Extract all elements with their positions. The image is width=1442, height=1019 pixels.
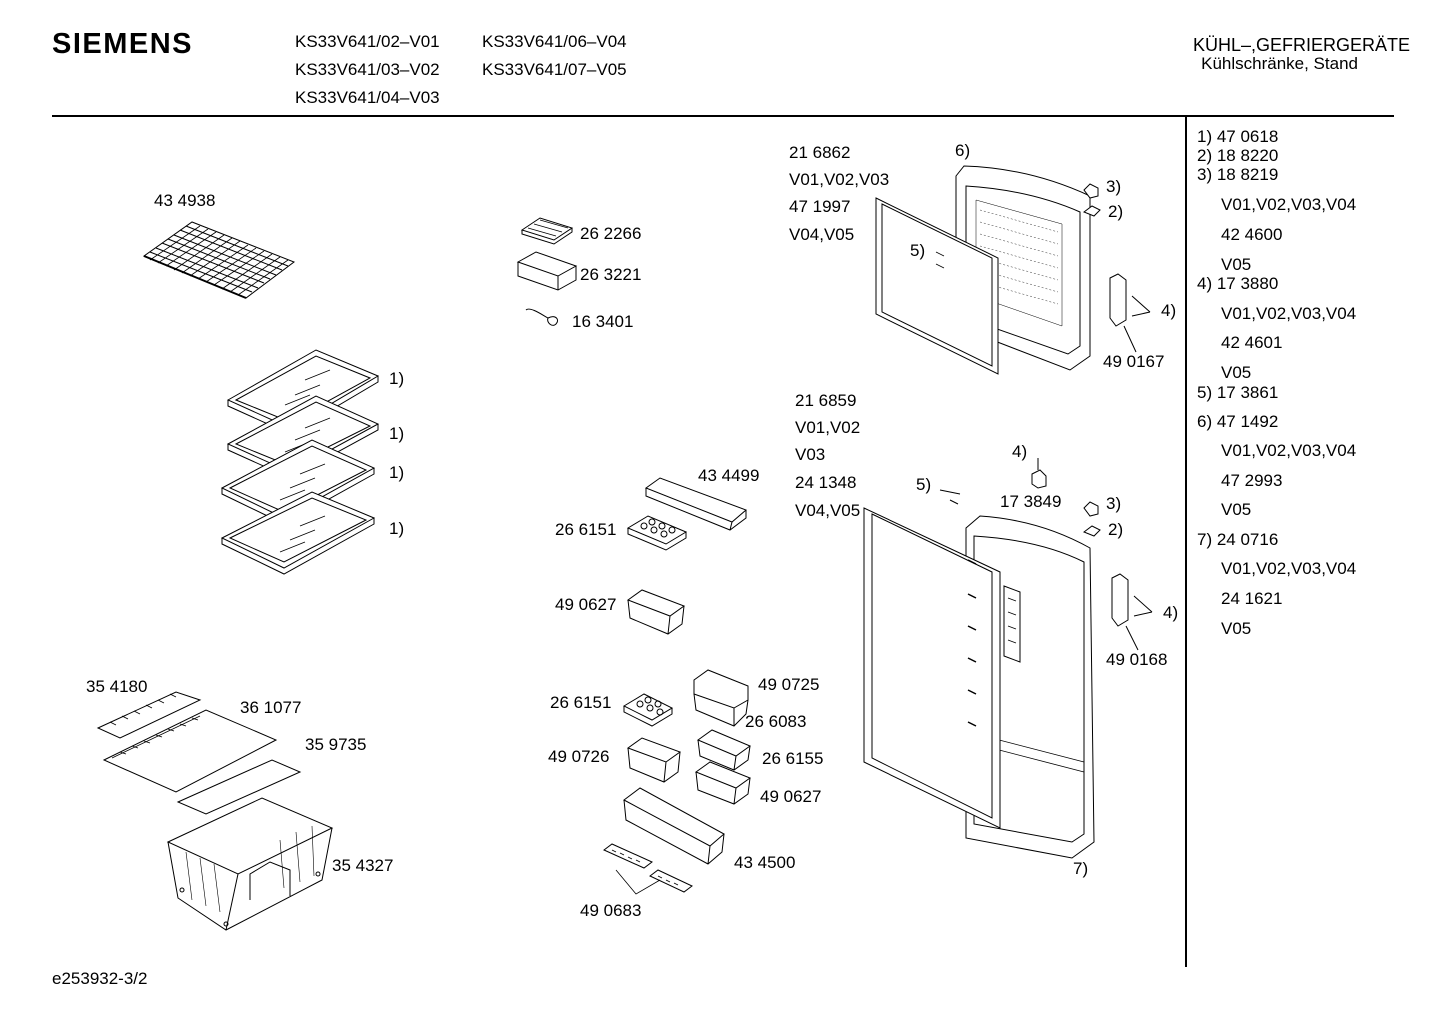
reference-callout: 1) [389, 519, 405, 538]
part-number: 43 4500 [734, 853, 796, 872]
door-hinge-drawing [940, 458, 1152, 650]
part-number: 17 3849 [1000, 492, 1062, 511]
legend-variant: V01,V02,V03,V04 [1221, 304, 1357, 323]
small-box-drawing [628, 738, 680, 782]
part-number: 36 1077 [240, 698, 302, 717]
part-number: 49 0683 [580, 901, 642, 920]
variant-label: V01,V02,V03 [789, 170, 890, 189]
part-number: 26 6155 [762, 749, 824, 768]
legend-entry: 1) 47 0618 [1197, 127, 1279, 146]
reference-callout: 7) [1073, 859, 1089, 878]
variant-label: V03 [795, 445, 826, 464]
model-number: KS33V641/06–V04 [482, 32, 627, 51]
model-number: KS33V641/02–V01 [295, 32, 440, 51]
header-rule [52, 115, 1394, 117]
part-number: 16 3401 [572, 312, 634, 331]
small-box-drawing [696, 762, 750, 804]
part-number: 26 6083 [745, 712, 807, 731]
legend-entry: 2) 18 8220 [1197, 146, 1279, 165]
brand-logo: SIEMENS [52, 28, 194, 60]
variant-label: V01,V02 [795, 418, 861, 437]
reference-callout: 4) [1161, 301, 1177, 320]
small-box-drawing [698, 730, 750, 770]
part-number: 26 6151 [550, 693, 612, 712]
egg-spoon-drawing [526, 309, 558, 325]
part-number: 49 0725 [758, 675, 820, 694]
glass-shelf-drawing [222, 492, 374, 574]
egg-tray-drawing [628, 516, 686, 550]
appliance-subcategory: Kühlschränke, Stand [1201, 54, 1358, 73]
reference-callout: 4) [1012, 442, 1028, 461]
crisper-drawer-drawing [168, 798, 332, 930]
reference-callout: 5) [910, 241, 926, 260]
egg-tray-drawing [624, 694, 672, 726]
legend-entry: 6) 47 1492 [1197, 412, 1279, 431]
reference-callout: 1) [389, 424, 405, 443]
part-number: 49 0726 [548, 747, 610, 766]
butter-dish-drawing [518, 252, 576, 290]
reference-callout: 3) [1106, 494, 1122, 513]
legend-variant: V01,V02,V03,V04 [1221, 559, 1357, 578]
part-number: 21 6862 [789, 143, 851, 162]
reference-callout: 1) [389, 369, 405, 388]
part-number: 43 4499 [698, 466, 760, 485]
door-shelf-drawing [624, 788, 724, 864]
bottle-clip-drawing [604, 844, 692, 894]
reference-callout: 4) [1163, 603, 1179, 622]
legend-variant: V05 [1221, 500, 1252, 519]
small-box-drawing [628, 590, 684, 634]
part-number: 49 0167 [1103, 352, 1165, 371]
freezer-door-drawing [876, 166, 1090, 374]
legend-variant: V05 [1221, 363, 1252, 382]
legend-variant: V01,V02,V03,V04 [1221, 441, 1357, 460]
reference-callout: 5) [916, 475, 932, 494]
legend-variant: V05 [1221, 255, 1252, 274]
part-number: 35 4327 [332, 856, 394, 875]
legend-entry: 4) 17 3880 [1197, 274, 1279, 293]
variant-label: V04,V05 [789, 225, 855, 244]
legend-part: 42 4600 [1221, 225, 1283, 244]
part-number: 26 2266 [580, 224, 642, 243]
reference-callout: 1) [389, 463, 405, 482]
model-number: KS33V641/04–V03 [295, 88, 440, 107]
part-number: 35 4180 [86, 677, 148, 696]
reference-callout: 2) [1108, 520, 1124, 539]
part-number: 21 6859 [795, 391, 857, 410]
model-number: KS33V641/03–V02 [295, 60, 440, 79]
part-number: 43 4938 [154, 191, 216, 210]
model-number: KS33V641/07–V05 [482, 60, 627, 79]
reference-callout: 2) [1108, 202, 1124, 221]
reference-callout: 3) [1106, 177, 1122, 196]
part-number: 35 9735 [305, 735, 367, 754]
part-number: 49 0627 [555, 595, 617, 614]
legend-variant: V05 [1221, 619, 1252, 638]
legend-entry: 7) 24 0716 [1197, 530, 1279, 549]
crisper-cover-drawing [98, 692, 300, 814]
legend-divider [1185, 117, 1187, 967]
reference-callout: 6) [955, 141, 971, 160]
legend-part: 42 4601 [1221, 333, 1283, 352]
part-number: 47 1997 [789, 197, 851, 216]
door-shelf-drawing [646, 478, 746, 530]
variant-label: V04,V05 [795, 501, 861, 520]
bottle-holder-drawing [694, 670, 748, 726]
part-number: 49 0627 [760, 787, 822, 806]
wire-rack-drawing [144, 222, 294, 298]
fridge-door-drawing [864, 508, 1094, 858]
part-number: 26 6151 [555, 520, 617, 539]
part-number: 24 1348 [795, 473, 857, 492]
legend-entry: 5) 17 3861 [1197, 383, 1279, 402]
door-hinge-drawing [1084, 184, 1150, 352]
ice-tray-drawing [522, 218, 572, 244]
legend-variant: V01,V02,V03,V04 [1221, 195, 1357, 214]
part-number: 49 0168 [1106, 650, 1168, 669]
legend-part: 47 2993 [1221, 471, 1283, 490]
part-number: 26 3221 [580, 265, 642, 284]
appliance-category: KÜHL–,GEFRIERGERÄTE [1192, 35, 1410, 55]
document-id: e253932-3/2 [52, 969, 148, 988]
legend-entry: 3) 18 8219 [1197, 165, 1279, 184]
legend-part: 24 1621 [1221, 589, 1283, 608]
